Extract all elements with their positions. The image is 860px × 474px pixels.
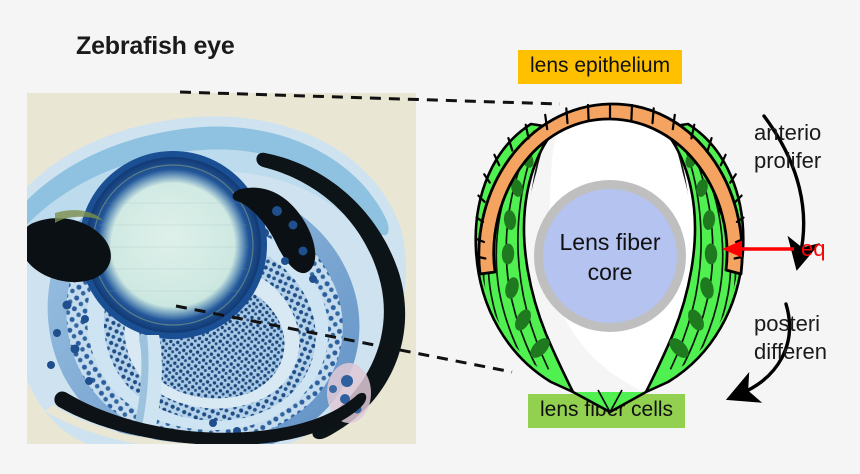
- annotation-posterior-differentiation: posteri differen: [754, 310, 827, 366]
- page-title: Zebrafish eye: [76, 32, 235, 60]
- core-label-line1: Lens fiber: [559, 229, 660, 255]
- label-lens-epithelium: lens epithelium: [518, 50, 683, 85]
- annotation-anterior-line1: anterio: [754, 120, 822, 145]
- annotation-anterior-proliferation: anterio prolifer: [754, 119, 821, 175]
- zebrafish-eye-histology-image: [27, 93, 416, 444]
- annotation-equator: eq: [801, 236, 826, 261]
- annotation-posterior-line1: posteri: [754, 311, 821, 336]
- lens-schematic-diagram: Lens fiber core: [430, 60, 860, 420]
- annotation-anterior-line2: prolifer: [754, 148, 822, 174]
- annotation-posterior-line2: differen: [754, 339, 827, 365]
- core-label-line2: core: [588, 259, 633, 285]
